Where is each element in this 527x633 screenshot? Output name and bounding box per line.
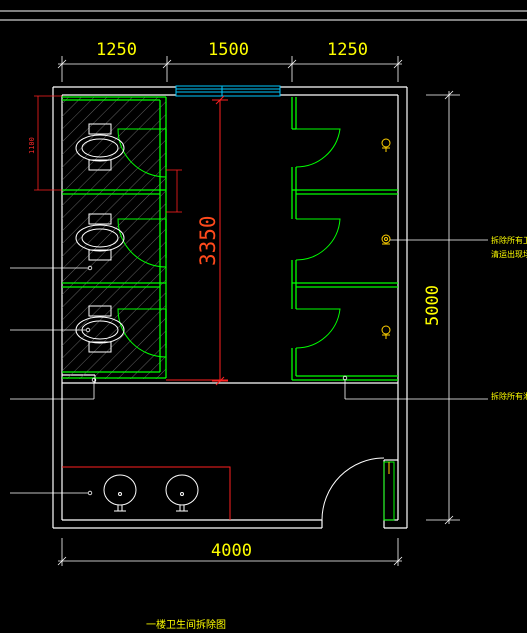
shower-fixtures	[381, 138, 391, 339]
note-1-line1: 拆除所有卫	[491, 235, 527, 245]
red-dimension-3350	[166, 95, 228, 386]
right-dimension	[426, 90, 460, 525]
right-leaders	[342, 239, 488, 400]
drawing-title: 一楼卫生间拆除图	[146, 618, 226, 631]
dim-right-total: 5000	[423, 285, 443, 326]
bottom-dimension	[57, 538, 403, 566]
red-dimension-1100	[34, 95, 182, 213]
right-stalls	[291, 97, 398, 381]
top-window	[175, 85, 281, 97]
top-dimension	[57, 56, 403, 82]
dim-top-left: 1250	[96, 40, 137, 60]
vanity-counter	[62, 466, 231, 520]
dim-top-right: 1250	[327, 40, 368, 60]
frame-lines	[0, 10, 527, 21]
left-stalls	[62, 96, 167, 379]
entrance-door	[321, 457, 395, 521]
dim-stall-width: 1100	[28, 137, 36, 154]
note-2: 拆除所有淋	[491, 391, 527, 401]
dim-bottom-total: 4000	[211, 541, 252, 561]
left-leaders	[10, 265, 97, 496]
dim-top-middle: 1500	[208, 40, 249, 60]
note-1-line2: 清运出现场	[491, 249, 527, 259]
dim-stall-depth: 3350	[196, 215, 220, 266]
